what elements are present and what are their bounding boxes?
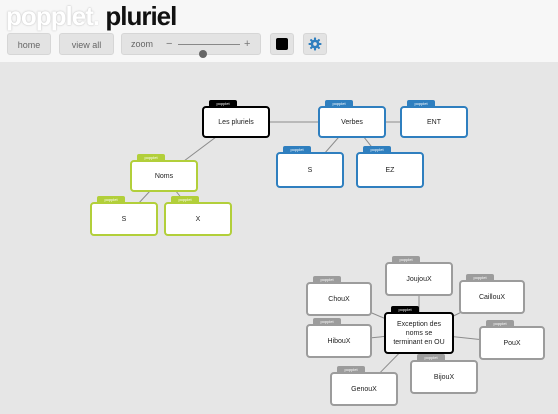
color-picker-button[interactable]: [270, 33, 294, 55]
logo-dot: .: [92, 1, 100, 31]
gear-icon: [308, 37, 322, 51]
popple-tab[interactable]: popplet: [171, 196, 199, 203]
popple-text: ChouX: [328, 295, 350, 303]
popple-tab[interactable]: popplet: [325, 100, 353, 107]
popple-text: Verbes: [341, 118, 363, 126]
board-title: pluriel: [105, 1, 177, 31]
popple-tab[interactable]: popplet: [466, 274, 494, 281]
color-swatch: [276, 38, 288, 50]
popple-tab[interactable]: popplet: [97, 196, 125, 203]
popple-tab[interactable]: popplet: [209, 100, 237, 107]
popple-text: HibouX: [327, 337, 351, 345]
popple-text: S: [307, 166, 313, 174]
zoom-out-button[interactable]: −: [166, 38, 173, 50]
popple-tab[interactable]: popplet: [407, 100, 435, 107]
zoom-label: zoom: [131, 39, 154, 49]
home-button[interactable]: home: [7, 33, 51, 55]
popple-tab[interactable]: popplet: [137, 154, 165, 161]
popple-tab[interactable]: popplet: [337, 366, 365, 373]
popple-tab[interactable]: popplet: [363, 146, 391, 153]
popplet-logo[interactable]: popplet: [6, 1, 94, 31]
popple-text: S: [121, 215, 127, 223]
app-header: popplet. pluriel home view all zoom − +: [0, 0, 558, 62]
popple-text: PouX: [503, 339, 521, 347]
brand: popplet. pluriel: [6, 1, 177, 31]
popple-text: X: [195, 215, 201, 223]
popple-tab[interactable]: popplet: [486, 320, 514, 327]
popple-text: Exception des noms se terminant en OU: [393, 320, 445, 346]
zoom-in-button[interactable]: +: [244, 38, 251, 50]
view-all-button[interactable]: view all: [59, 33, 114, 55]
popple-tab[interactable]: popplet: [392, 256, 420, 263]
popple-tab[interactable]: popplet: [313, 276, 341, 283]
zoom-slider-thumb[interactable]: [198, 50, 207, 58]
popple-text: EZ: [385, 166, 395, 174]
settings-button[interactable]: [303, 33, 327, 55]
popple-text: ENT: [427, 118, 441, 126]
popple-tab[interactable]: popplet: [391, 306, 419, 313]
popple-tab[interactable]: popplet: [283, 146, 311, 153]
zoom-slider-track[interactable]: [178, 44, 240, 58]
popple-tab[interactable]: popplet: [313, 318, 341, 325]
popple-text: Noms: [154, 172, 174, 180]
popple-text: JoujouX: [406, 275, 432, 283]
popple-text: CaillouX: [478, 293, 506, 301]
popple-tab[interactable]: popplet: [417, 354, 445, 361]
zoom-control: zoom − +: [121, 33, 261, 58]
popple-text: Les pluriels: [218, 118, 254, 126]
popple-text: BijouX: [433, 373, 455, 381]
popple-text: GenouX: [351, 385, 377, 393]
